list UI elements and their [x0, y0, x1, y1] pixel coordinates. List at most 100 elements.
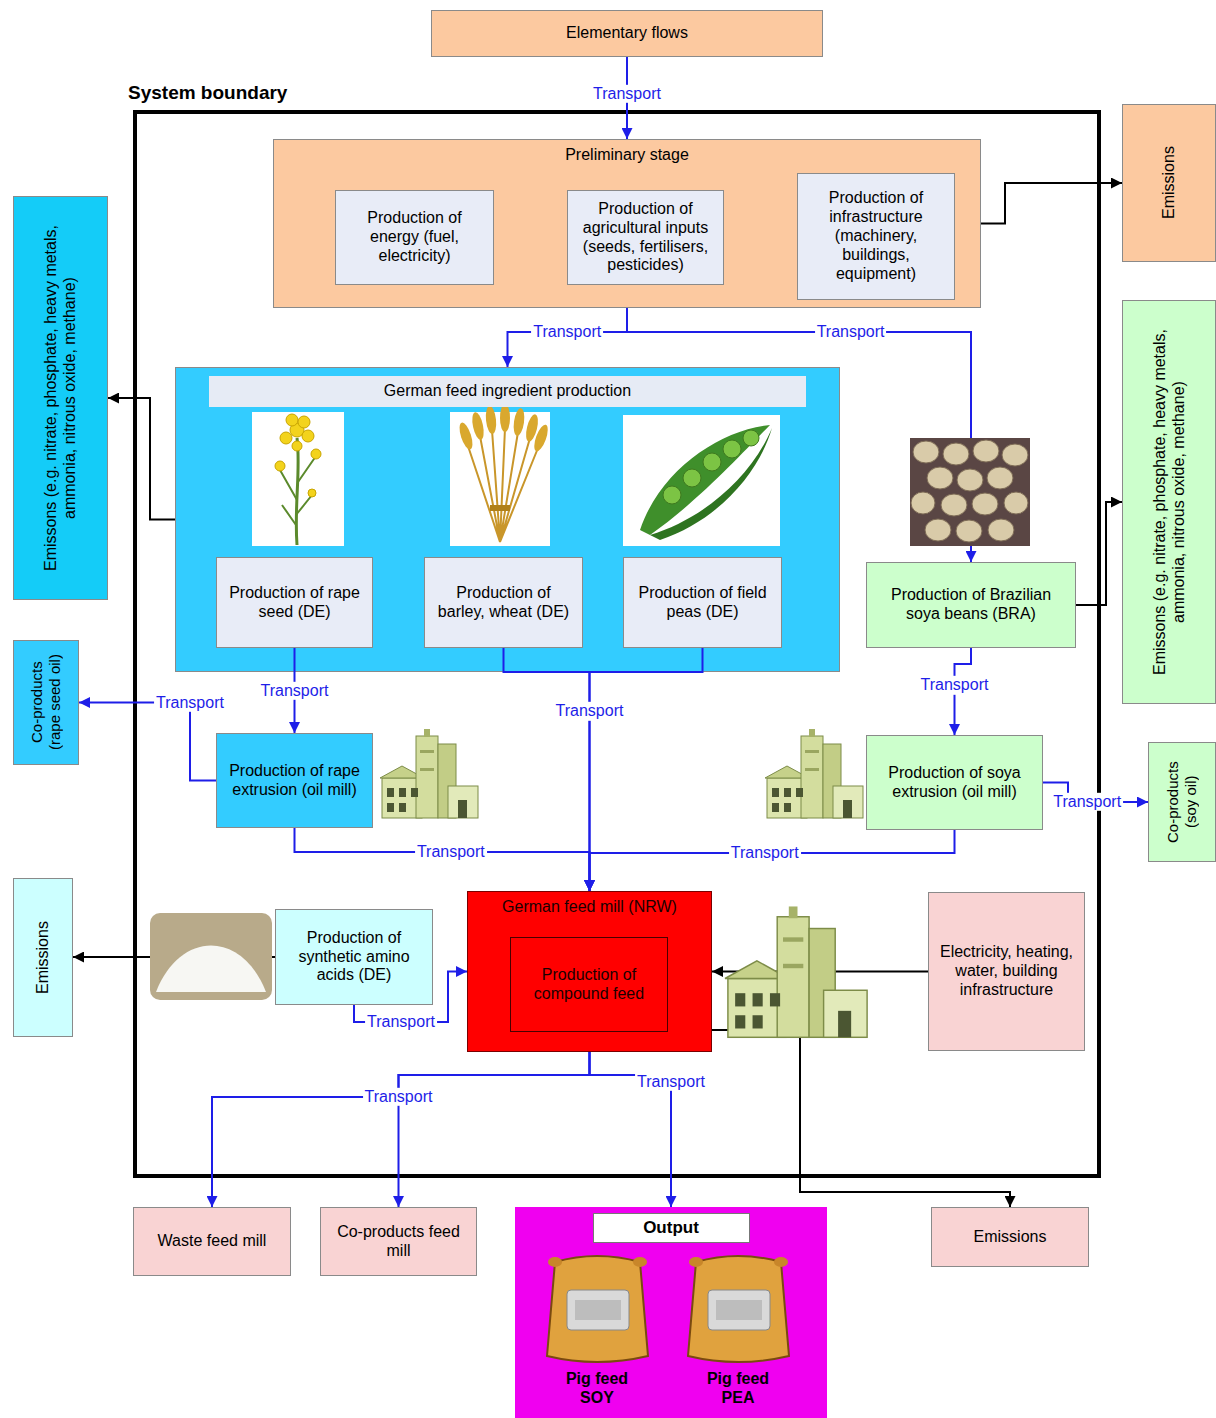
edge-label: Transport	[365, 1013, 437, 1031]
process-box: Production of infrastructure (machinery,…	[797, 173, 955, 300]
process-box: Production of compound feed	[510, 937, 668, 1032]
box-label: Co-products (rape seed oil)	[28, 648, 64, 757]
edge-label-holder: Transport	[531, 323, 603, 341]
pod	[650, 428, 772, 540]
emission-box: Emissons (e.g. nitrate, phosphate, heavy…	[1122, 300, 1216, 704]
panel-heading: German feed mill (NRW)	[468, 898, 711, 917]
flower	[290, 423, 304, 437]
branch	[280, 456, 316, 525]
bean	[911, 492, 935, 514]
flower	[280, 432, 292, 444]
flow-arrow	[1076, 502, 1122, 605]
box-label: Production of rape seed (DE)	[223, 584, 366, 622]
edge-label: Transport	[1051, 793, 1123, 811]
picture-ground	[150, 913, 272, 1000]
flow-arrow	[212, 1052, 590, 1207]
box-label: Emissions	[938, 1228, 1082, 1247]
oil-mill-icon	[380, 729, 478, 818]
picture-ground	[450, 412, 550, 546]
pea	[683, 469, 701, 487]
box-label: Production of rape extrusion (oil mill)	[223, 762, 366, 800]
coproduct-box: Co-products feed mill	[320, 1207, 477, 1276]
process-box: Production of agricultural inputs (seeds…	[567, 190, 724, 285]
edge-label: Transport	[154, 693, 226, 711]
pod	[640, 425, 770, 535]
edge-label: Transport	[591, 85, 663, 103]
panel-heading: Output	[593, 1213, 750, 1243]
connector-group	[73, 57, 1148, 1207]
soy-bean-picture	[910, 438, 1030, 546]
pea	[723, 440, 741, 458]
bean	[925, 519, 951, 541]
grain-head	[470, 411, 486, 440]
edge-label-holder: Transport	[815, 323, 887, 341]
process-box: Production of Brazilian soya beans (BRA)	[866, 562, 1076, 648]
process-box: Production of rape extrusion (oil mill)	[216, 733, 373, 828]
stem	[296, 438, 298, 545]
box-label: Emissons (e.g. nitrate, phosphate, heavy…	[41, 204, 79, 592]
bean	[1004, 492, 1028, 514]
flower	[298, 416, 310, 428]
oil-mill-icon	[765, 729, 863, 818]
edge-label: Transport	[729, 844, 801, 862]
box-label: Co-products (soy oil)	[1164, 750, 1200, 854]
bean	[1002, 444, 1028, 466]
emission-box: Emissons (e.g. nitrate, phosphate, heavy…	[13, 196, 108, 600]
emission-box: Emissions	[13, 878, 73, 1037]
bean	[972, 493, 998, 515]
coproduct-box: Co-products (rape seed oil)	[13, 640, 79, 765]
panel-heading: German feed ingredient production	[209, 376, 806, 407]
panel-heading: Preliminary stage	[274, 146, 980, 165]
edge-label: Transport	[919, 676, 991, 694]
flow-arrow	[981, 183, 1122, 224]
flow-arrow	[504, 648, 590, 891]
bean	[943, 443, 969, 465]
box-label: Elementary flows	[438, 24, 816, 43]
label-holder: Pig feed PEA	[693, 1369, 783, 1407]
edge-label-holder: Transport	[365, 1013, 437, 1031]
sheaf-band	[490, 505, 510, 511]
picture-ground	[910, 438, 1030, 546]
edge-label: Transport	[635, 1072, 707, 1090]
flow-arrow	[627, 308, 971, 562]
feed-bag-icon	[688, 1256, 789, 1362]
box-label: Emissons (e.g. nitrate, phosphate, heavy…	[1150, 308, 1188, 696]
bean	[973, 440, 999, 462]
flow-arrow	[712, 1030, 1010, 1207]
edge-label-holder: Transport	[259, 681, 331, 699]
pea-picture	[623, 415, 780, 546]
box-label: Production of agricultural inputs (seeds…	[574, 200, 717, 276]
flower	[308, 489, 316, 497]
flow-arrow	[79, 703, 216, 781]
flower	[286, 414, 298, 426]
flower	[311, 449, 321, 459]
flow-arrow	[590, 830, 955, 891]
grain-head	[524, 413, 540, 443]
flow-arrow	[73, 956, 275, 958]
rape-flower-picture	[252, 412, 344, 546]
feed-mill-panel: German feed mill (NRW) Production of comp…	[467, 891, 712, 1052]
edge-label: Transport	[531, 323, 603, 341]
grain-head	[512, 407, 526, 436]
edge-label-holder: Transport	[729, 844, 801, 862]
label-holder: Pig feed SOY	[552, 1369, 642, 1407]
flow-arrow	[712, 971, 928, 973]
box-label: Production of barley, wheat (DE)	[431, 584, 576, 622]
flower	[292, 441, 302, 451]
box-label: Electricity, heating, water, building in…	[935, 943, 1078, 1000]
bean	[988, 519, 1014, 541]
flower	[302, 430, 314, 442]
stage-panel: Preliminary stageProduction of energy (f…	[273, 139, 981, 308]
product-label: Pig feed SOY	[552, 1369, 642, 1407]
box-label: Emissions	[33, 886, 52, 1029]
picture-ground	[252, 412, 344, 546]
pea	[743, 430, 759, 446]
bean	[913, 441, 939, 463]
bean	[941, 494, 967, 516]
system-boundary: System boundaryPreliminary stageProducti…	[133, 110, 1101, 1178]
box-label: Production of infrastructure (machinery,…	[804, 189, 948, 283]
stalks	[468, 428, 538, 542]
edge-label: Transport	[554, 702, 626, 720]
box-label: Production of synthetic amino acids (DE)	[282, 929, 426, 986]
